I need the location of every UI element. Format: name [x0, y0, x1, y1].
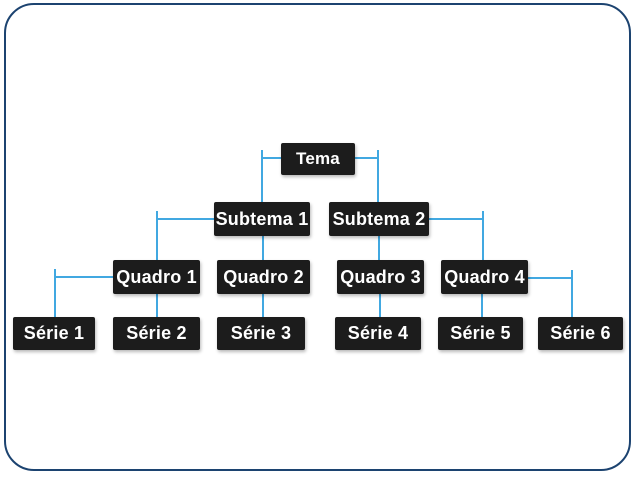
node-serie-2: Série 2: [113, 317, 200, 350]
connector-tema-subtema2-h: [355, 157, 378, 159]
node-quadro-2: Quadro 2: [217, 260, 310, 294]
connector-tema-subtema1-h: [261, 157, 281, 159]
connector-tema-subtema2-v: [377, 150, 379, 202]
node-subtema-2: Subtema 2: [329, 202, 429, 236]
connector-quadro4-serie6-v: [571, 270, 573, 317]
connector-subtema2-quadro4-h: [429, 218, 483, 220]
connector-quadro2-serie3-v: [262, 294, 264, 317]
connector-subtema1-quadro1-v: [156, 211, 158, 260]
connector-quadro4-serie5-v: [481, 294, 483, 317]
node-quadro-3: Quadro 3: [337, 260, 424, 294]
connector-quadro1-serie1-v: [54, 269, 56, 317]
connector-quadro1-serie1-h: [55, 276, 113, 278]
connector-quadro4-serie6-h: [528, 277, 572, 279]
node-quadro-1: Quadro 1: [113, 260, 200, 294]
node-quadro-4: Quadro 4: [441, 260, 528, 294]
connector-subtema2-quadro4-v: [482, 211, 484, 260]
connector-quadro3-serie4-v: [379, 294, 381, 317]
node-serie-1: Série 1: [13, 317, 95, 350]
node-subtema-1: Subtema 1: [214, 202, 310, 236]
connector-quadro1-serie2-v: [156, 294, 158, 317]
node-serie-5: Série 5: [438, 317, 523, 350]
connector-subtema1-quadro2-v: [262, 236, 264, 260]
connector-subtema2-quadro3-v: [378, 236, 380, 260]
connector-subtema1-quadro1-h: [156, 218, 214, 220]
node-serie-3: Série 3: [217, 317, 305, 350]
slide-border-frame: [4, 3, 631, 471]
connector-tema-subtema1-v: [261, 150, 263, 202]
node-serie-4: Série 4: [335, 317, 421, 350]
node-serie-6: Série 6: [538, 317, 623, 350]
node-tema: Tema: [281, 143, 355, 175]
